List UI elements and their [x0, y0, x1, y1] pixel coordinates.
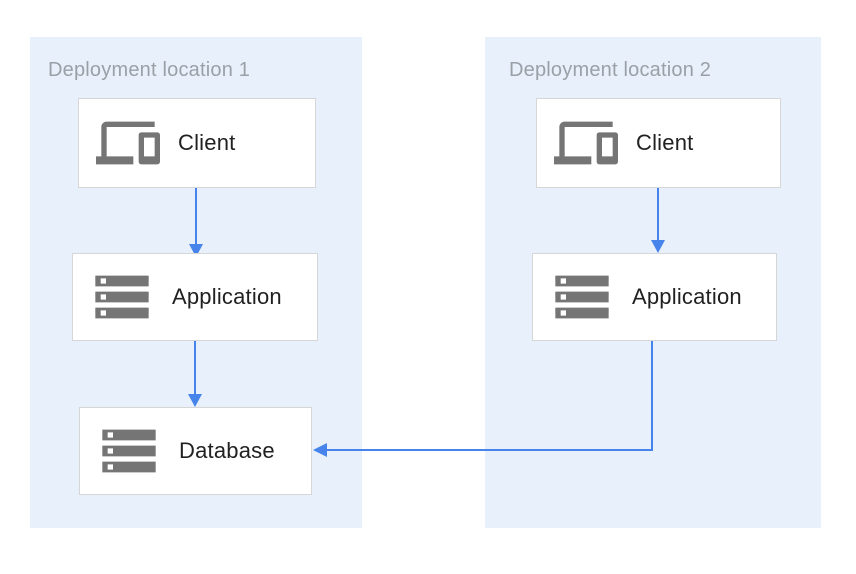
node-database-1: Database [79, 407, 312, 495]
devices-icon [554, 111, 618, 175]
panel-title-1: Deployment location 1 [48, 59, 251, 81]
node-label: Client [636, 130, 694, 155]
node-label: Application [172, 284, 282, 309]
node-label: Database [179, 438, 275, 463]
node-client-2: Client [536, 98, 781, 188]
storage-icon [550, 265, 614, 329]
node-client-1: Client [78, 98, 316, 188]
panel-title-2: Deployment location 2 [509, 59, 712, 81]
storage-icon [97, 419, 161, 483]
storage-icon [90, 265, 154, 329]
node-application-1: Application [72, 253, 318, 341]
node-label: Client [178, 130, 236, 155]
node-label: Application [632, 284, 742, 309]
node-application-2: Application [532, 253, 777, 341]
devices-icon [96, 111, 160, 175]
